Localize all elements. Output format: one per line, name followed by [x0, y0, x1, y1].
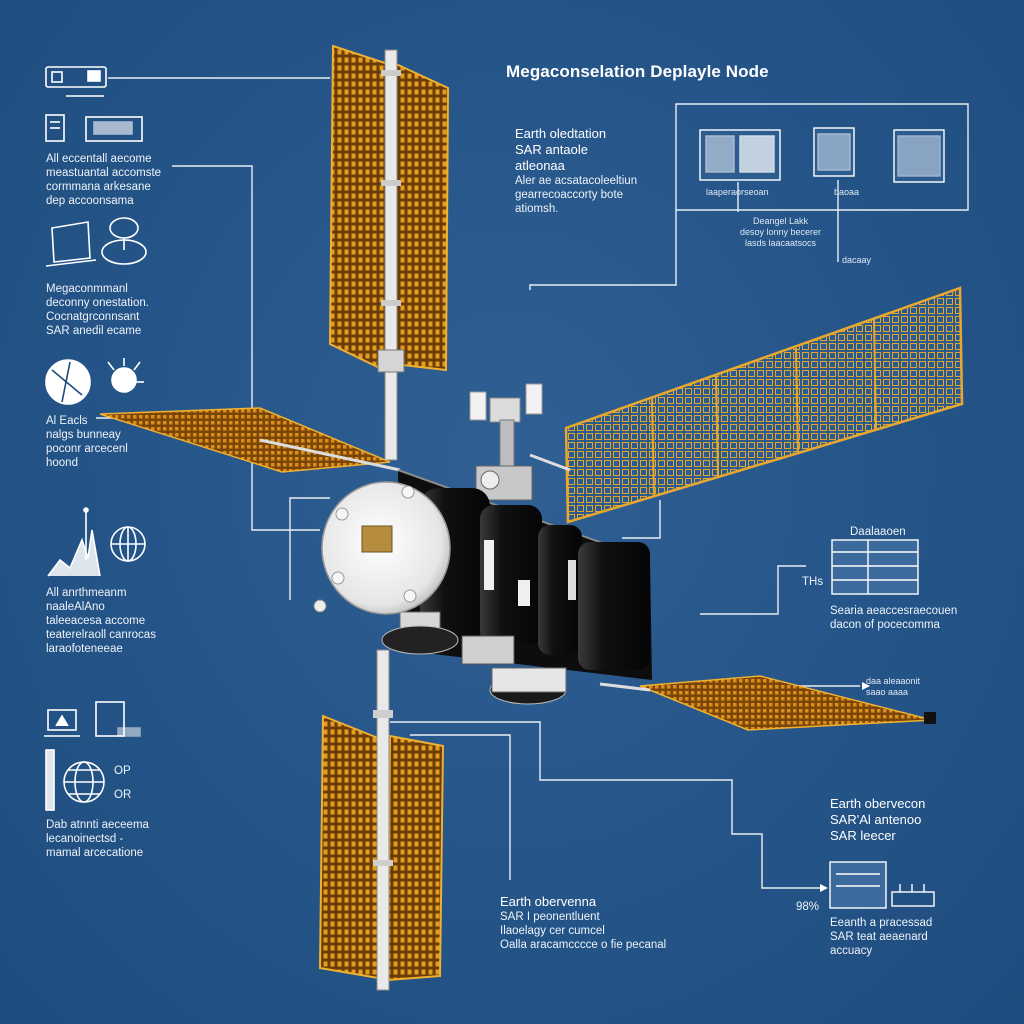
- remote-icon: [45, 114, 65, 142]
- right-icons: [829, 539, 935, 909]
- text-line: nalgs bunneay: [46, 429, 121, 441]
- text-line: SAR leecer: [830, 828, 896, 843]
- text-line: Megaconmmanl: [46, 283, 128, 295]
- laptop-icon: [45, 221, 97, 267]
- monitor-icon: [44, 709, 80, 737]
- top-solar-array: [328, 44, 450, 461]
- panel-icon: [95, 701, 141, 737]
- dish-icon: [101, 217, 147, 265]
- text-line: SAR teat aeaenard: [830, 931, 928, 943]
- text-line: lasds laacaatsocs: [745, 238, 817, 248]
- left-text-block-5: Dab atnnti aeceema lecanoinectsd - mamal…: [46, 818, 149, 860]
- top-box-caption-mid: baoaa: [834, 187, 860, 197]
- text-line: Oalla aracamcccce o fie pecanal: [500, 939, 667, 951]
- bars-icon: [891, 884, 935, 907]
- op-label: OP: [114, 765, 131, 777]
- bottom-middle-text: Earth obervenna SAR I peonentluent Ilaoe…: [500, 894, 666, 952]
- text-line: All anrthmeanm: [46, 587, 127, 599]
- text-line: teaterelraoll canrocas: [46, 629, 156, 641]
- right-upper-solar-array: [529, 286, 964, 524]
- text-line: Earth obervenna: [500, 894, 597, 909]
- gear-icon: [107, 358, 144, 393]
- text-line: lecanoinectsd -: [46, 833, 124, 845]
- screen-icon: [85, 116, 143, 142]
- right-text-block-1: Searia aeaccesraecouen dacon of pocecomm…: [830, 604, 957, 632]
- left-icons: [44, 66, 147, 811]
- text-line: deconny onestation.: [46, 297, 149, 309]
- text-line: SAR I peonentluent: [500, 911, 600, 923]
- top-box-screens: [699, 127, 945, 183]
- left-text-block-3: Al Eacls nalgs bunneay poconr arcecenl h…: [46, 414, 128, 470]
- top-box-sub-label: Deangel Lakk desoy lonny becerer lasds l…: [740, 216, 821, 249]
- text-line: accuacy: [830, 945, 873, 957]
- battery-icon: [45, 749, 55, 811]
- text-line: daa aleaaonit: [866, 676, 921, 686]
- globe-icon: [45, 359, 91, 405]
- satellite-bus: [313, 469, 652, 705]
- text-line: cormmana arkesane: [46, 181, 151, 193]
- text-line: All eccentall aecome: [46, 153, 152, 165]
- text-line: laraofoteneeae: [46, 643, 123, 655]
- text-line: Ilaoelagy cer cumcel: [500, 925, 605, 937]
- text-line: meastuantal accomste: [46, 167, 162, 179]
- data-table-icon: [831, 539, 919, 595]
- text-line: SAR anedil ecame: [46, 325, 142, 337]
- leader-lines: [96, 77, 969, 889]
- globe-icon-2: [63, 761, 105, 803]
- text-line: desoy lonny becerer: [740, 227, 822, 237]
- or-label: OR: [114, 789, 132, 801]
- bottom-solar-array: [318, 649, 445, 991]
- text-line: SAR'Al antenoo: [830, 812, 922, 827]
- antenna-mast: [469, 383, 543, 501]
- device-icon: [45, 66, 107, 97]
- text-line: gearrecoaccorty bote: [515, 189, 624, 201]
- text-line: Earth oledtation: [515, 126, 607, 141]
- text-line: Aler ae acsatacoleeltiun: [515, 175, 638, 187]
- text-line: taleeacesa accome: [46, 615, 146, 627]
- text-line: Eeanth a pracessad: [830, 917, 933, 929]
- left-text-block-4: All anrthmeanm naaleAlAno taleeacesa acc…: [46, 586, 156, 656]
- text-line: poconr arcecenl: [46, 443, 128, 455]
- text-line: naaleAlAno: [46, 601, 105, 613]
- text-line: Earth obervecon: [830, 796, 926, 811]
- globe-grid-icon: [110, 526, 146, 562]
- text-line: atleonaa: [515, 158, 565, 173]
- upper-middle-text: Earth oledtation SAR antaole atleonaa Al…: [515, 126, 637, 216]
- text-line: atiomsh.: [515, 203, 559, 215]
- left-text-block-2: Megaconmmanl deconny onestation. Cocnatg…: [46, 282, 149, 338]
- left-text-block-1: All eccentall aecome meastuantal accomst…: [46, 152, 161, 208]
- arrow-head: [820, 884, 828, 892]
- top-box-side-label: dacaay: [842, 255, 872, 265]
- text-line: Searia aeaccesraecouen: [830, 605, 958, 617]
- top-box-caption-left: laaperaorseoan: [706, 187, 769, 197]
- text-line: Al Eacls: [46, 415, 88, 427]
- right-lower-solar-array: [599, 675, 936, 731]
- report-icon: [829, 861, 887, 909]
- text-line: mamal arcecatione: [46, 847, 144, 859]
- text-line: Cocnatgrconnsant: [46, 311, 140, 323]
- arrow-label: daa aleaaonit saao aaaa: [866, 676, 920, 698]
- arrow-head: [862, 682, 870, 690]
- ths-label: THs: [802, 576, 824, 588]
- text-line: dacon of pocecomma: [830, 619, 940, 631]
- text-line: Deangel Lakk: [753, 216, 809, 226]
- right-text-block-3: Eeanth a pracessad SAR teat aeaenard acc…: [830, 916, 932, 958]
- right-text-block-2: Earth obervecon SAR'Al antenoo SAR leece…: [830, 796, 925, 844]
- percent-label: 98%: [796, 901, 820, 913]
- text-line: hoond: [46, 457, 78, 469]
- chart-icon: [47, 507, 101, 577]
- left-solar-array: [99, 407, 401, 473]
- text-line: SAR antaole: [515, 142, 588, 157]
- diagram-title: Megaconselation Deplayle Node: [506, 62, 769, 81]
- text-line: dep accoonsama: [46, 195, 134, 207]
- text-line: saao aaaa: [866, 687, 909, 697]
- data-label: Daalaaoen: [850, 526, 906, 538]
- text-line: Dab atnnti aeceema: [46, 819, 149, 831]
